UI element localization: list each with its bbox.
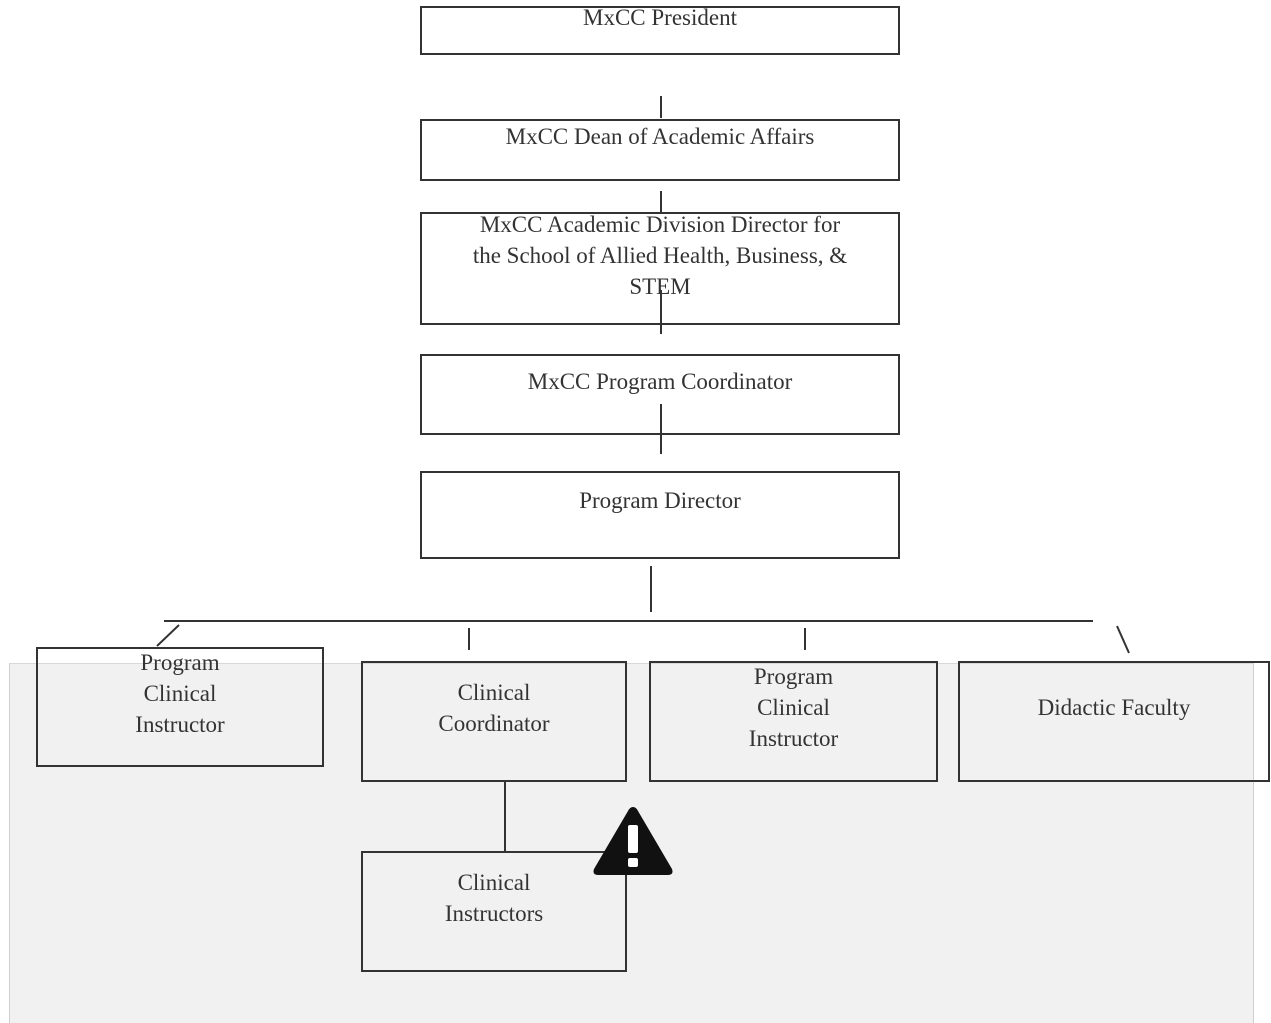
node-program-clinical-instructor-left-label: Program Clinical Instructor xyxy=(135,650,225,737)
node-didactic-faculty: Didactic Faculty xyxy=(958,661,1270,782)
node-program-director-label: Program Director xyxy=(579,488,741,513)
node-president: MxCC President xyxy=(420,5,900,55)
node-program-coordinator: MxCC Program Coordinator xyxy=(420,354,900,435)
connector-bus-left-instructor xyxy=(156,624,180,647)
node-program-coordinator-label: MxCC Program Coordinator xyxy=(527,369,793,394)
warning-triangle-icon xyxy=(593,807,673,875)
node-dean: MxCC Dean of Academic Affairs xyxy=(420,119,900,181)
node-president-label: MxCC President xyxy=(583,5,737,30)
node-program-clinical-instructor-right: Program Clinical Instructor xyxy=(649,661,938,782)
node-program-director: Program Director xyxy=(420,471,900,559)
connector-bus-didactic-faculty xyxy=(1116,625,1130,654)
node-division-director: MxCC Academic Division Director for the … xyxy=(420,212,900,325)
node-clinical-coordinator: Clinical Coordinator xyxy=(361,661,627,782)
node-didactic-faculty-label: Didactic Faculty xyxy=(1037,695,1191,720)
node-program-clinical-instructor-right-label: Program Clinical Instructor xyxy=(748,664,839,751)
node-dean-label: MxCC Dean of Academic Affairs xyxy=(505,124,815,149)
node-clinical-coordinator-label: Clinical Coordinator xyxy=(438,680,550,736)
node-clinical-instructors-label: Clinical Instructors xyxy=(444,870,544,926)
node-program-clinical-instructor-left: Program Clinical Instructor xyxy=(36,647,324,767)
node-clinical-instructors: Clinical Instructors xyxy=(361,851,627,972)
node-division-director-label: MxCC Academic Division Director for the … xyxy=(472,212,848,299)
